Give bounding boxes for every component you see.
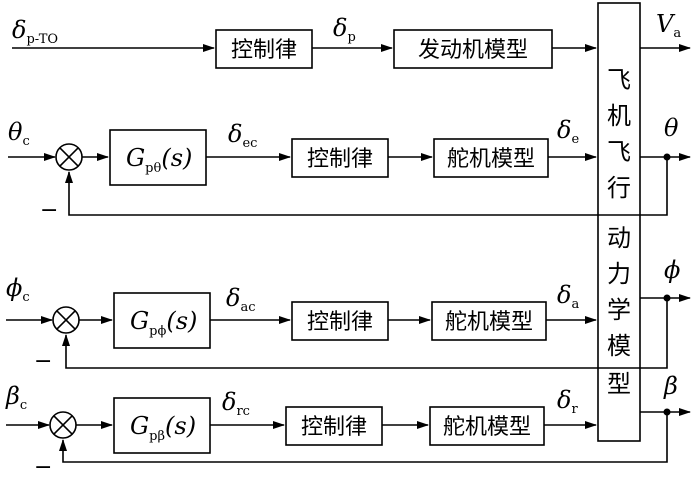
aircraft-char-9: 型 [607,370,631,398]
yaw-channel: βc − Gpβ(s) δrc 控制律 舵机模型 δr β [5,372,691,480]
signal-beta: β [663,372,678,400]
signal-delta-ac: δac [226,284,255,315]
actuator-model-box-phi [431,301,547,341]
summing-junction-beta [49,411,77,439]
control-law-label-4: 控制律 [301,415,367,440]
signal-delta-a: δa [557,281,579,312]
actuator-model-label-phi: 舵机模型 [445,310,533,335]
control-law-label-3: 控制律 [307,310,373,335]
minus-sign-theta: − [40,198,58,223]
actuator-model-label-beta: 舵机模型 [443,415,531,440]
feedback-loop-phi [62,298,668,369]
aircraft-char-6: 力 [607,260,631,288]
control-law-label-2: 控制律 [307,147,373,172]
aircraft-char-3: 飞 [607,138,631,166]
actuator-model-box-beta [429,406,545,446]
control-law-box-3 [291,301,389,341]
signal-delta-p: δp [333,14,356,45]
aircraft-char-1: 飞 [607,66,631,94]
signal-delta-e: δe [557,116,579,147]
aircraft-char-2: 机 [607,102,631,130]
pitch-channel: θc − Gpθ(s) δec 控制律 舵机模型 δe θ [8,114,691,223]
signal-va: Va [656,10,681,41]
g-phi-box [113,292,211,349]
control-law-box-2 [291,138,389,178]
aircraft-char-5: 动 [607,224,631,252]
control-law-box-1 [215,29,313,69]
summing-junction-theta [55,143,83,171]
engine-model-box [393,29,553,69]
summing-junction-phi [52,306,80,334]
roll-channel: ϕc − Gpϕ(s) δac 控制律 舵机模型 δa ϕ [6,256,691,374]
g-beta-label: Gpβ(s) [130,412,196,444]
actuator-model-box-theta [433,138,549,178]
feedback-loop-theta [65,157,668,216]
signal-phi: ϕ [664,256,680,284]
feedback-loop-beta [59,412,668,463]
minus-sign-phi: − [34,349,52,374]
engine-model-label: 发动机模型 [418,38,528,63]
signal-theta: θ [664,114,679,142]
actuator-model-label-theta: 舵机模型 [447,147,535,172]
signal-delta-r: δr [557,386,578,417]
g-theta-box [109,129,207,186]
minus-sign-beta: − [34,455,52,480]
aircraft-dynamics-block: 飞 机 飞 行 动 力 学 模 型 [597,2,641,442]
aircraft-char-8: 模 [607,332,631,360]
aircraft-char-4: 行 [607,174,631,202]
g-phi-label: Gpϕ(s) [130,307,197,339]
signal-delta-ec: δec [228,120,257,151]
signal-theta-c: θc [8,118,30,149]
signal-delta-rc: δrc [222,388,250,419]
control-law-box-4 [285,406,383,446]
signal-beta-c: βc [5,382,27,413]
signal-phi-c: ϕc [6,274,30,305]
signal-delta-pto: δp-TO [12,16,58,47]
engine-channel: δp-TO 控制律 δp 发动机模型 Va [12,10,691,69]
aircraft-char-7: 学 [607,296,631,324]
control-law-label-1: 控制律 [231,38,297,63]
g-theta-label: Gpθ(s) [126,144,192,176]
